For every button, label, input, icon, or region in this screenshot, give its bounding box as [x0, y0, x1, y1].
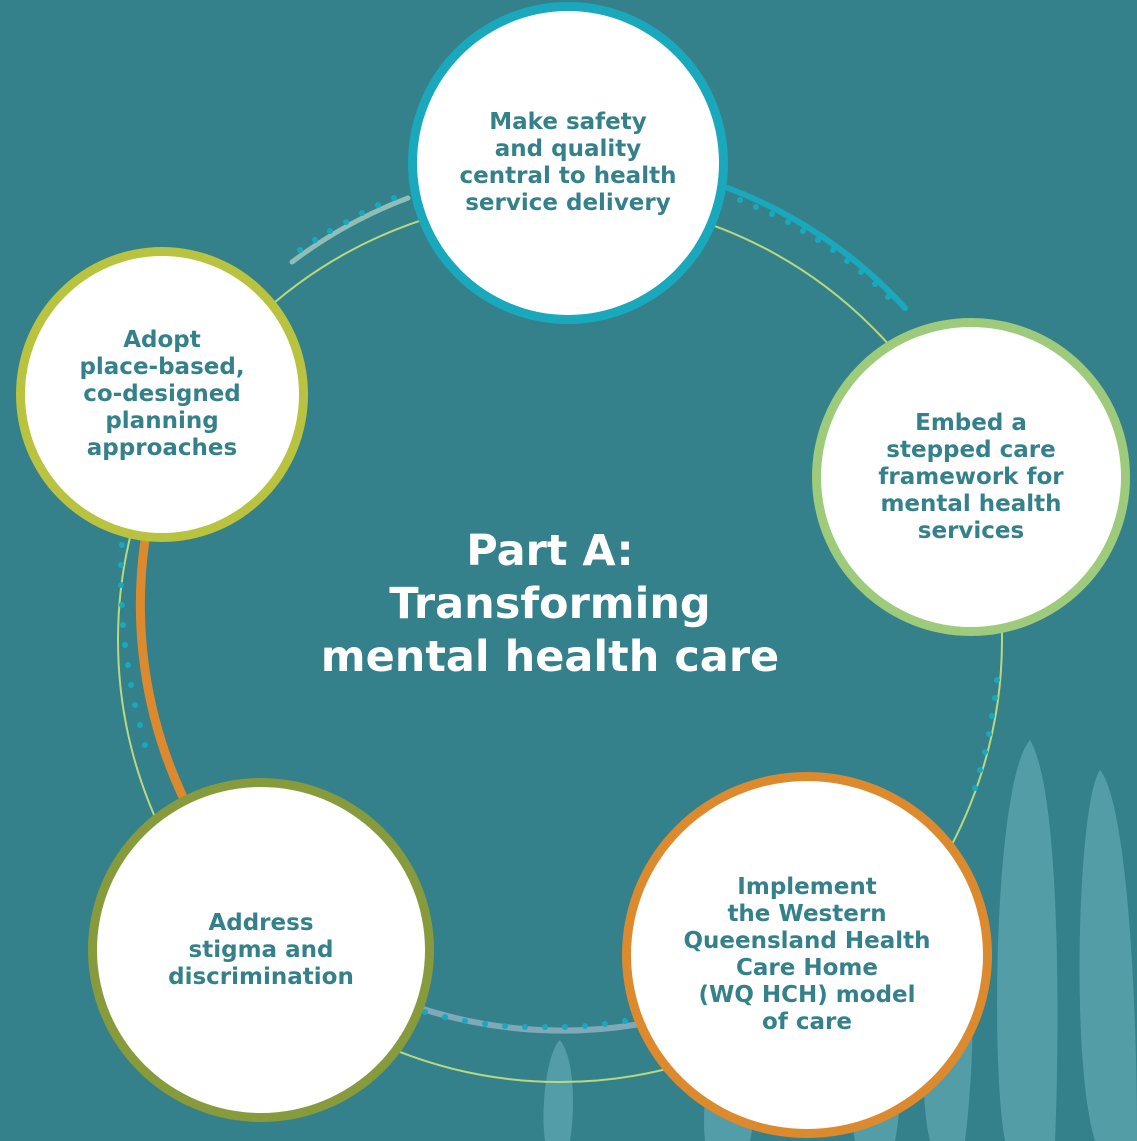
- arc-bottom: [402, 1000, 643, 1034]
- node-label: Address stigma and discrimination: [168, 909, 354, 990]
- dots-right: [972, 677, 1000, 791]
- dots-bottom: [422, 1009, 628, 1030]
- node-stigma: Address stigma and discrimination: [88, 778, 434, 1122]
- node-label: Embed a stepped care framework for menta…: [878, 409, 1064, 544]
- dots-top-left: [297, 195, 397, 253]
- dots-top-right: [737, 197, 891, 300]
- arc-left-orange: [135, 535, 187, 800]
- dots-left: [118, 542, 148, 748]
- node-label: Adopt place-based, co-designed planning …: [79, 327, 245, 461]
- diagram-title: Part A: Transforming mental health care: [320, 526, 780, 682]
- node-safety-quality: Make safety and quality central to healt…: [408, 2, 728, 324]
- arc-top-left: [289, 195, 411, 265]
- node-wq-hch-model: Implement the Western Queensland Health …: [622, 772, 992, 1138]
- node-label: Make safety and quality central to healt…: [459, 109, 677, 216]
- node-place-based: Adopt place-based, co-designed planning …: [16, 247, 308, 542]
- node-label: Implement the Western Queensland Health …: [683, 874, 931, 1035]
- arc-top-right: [725, 185, 908, 311]
- node-stepped-care: Embed a stepped care framework for menta…: [812, 318, 1130, 636]
